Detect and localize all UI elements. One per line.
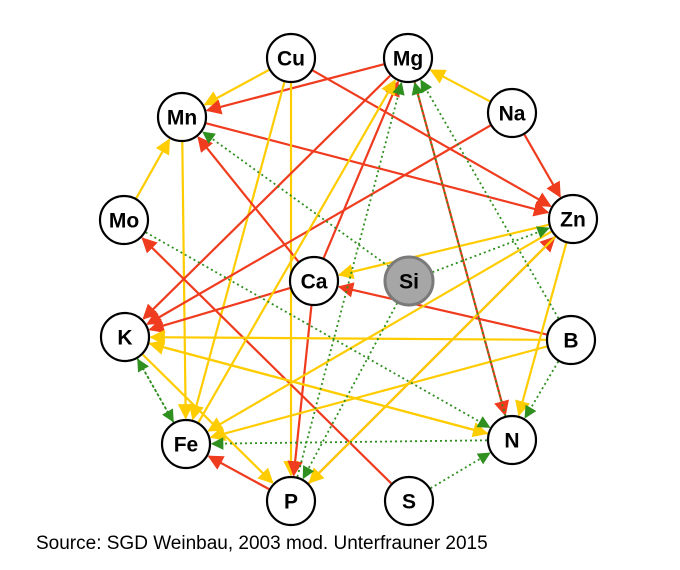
node-circle-s: [383, 475, 435, 527]
node-circle-fe: [160, 418, 212, 470]
node-s: S: [383, 475, 435, 527]
edge-mn-to-zn: [205, 122, 550, 217]
edge-si-to-p: [302, 302, 398, 480]
edge-na-to-zn: [523, 134, 561, 198]
node-label-mo: Mo: [109, 210, 139, 233]
edge-si-to-zn: [432, 226, 550, 274]
node-label-k: K: [117, 327, 132, 350]
edge-mo-to-n: [145, 231, 491, 428]
node-k: K: [99, 311, 151, 363]
edges-layer: [135, 63, 568, 491]
edge-s-to-n: [430, 452, 491, 490]
node-b: B: [545, 314, 597, 366]
node-mo: Mo: [98, 194, 150, 246]
node-ca: Ca: [288, 255, 340, 307]
node-label-fe: Fe: [174, 434, 199, 457]
edge-b-to-n: [524, 361, 560, 419]
edge-p-to-fe: [207, 455, 270, 491]
edge-fe-to-mg: [197, 79, 396, 423]
edge-si-to-mn: [202, 131, 390, 268]
node-circle-mo: [98, 194, 150, 246]
edge-mo-to-mn: [135, 138, 171, 199]
node-label-cu: Cu: [277, 48, 305, 71]
node-label-mn: Mn: [167, 107, 197, 130]
node-label-na: Na: [499, 103, 526, 126]
node-circle-cu: [265, 32, 317, 84]
source-caption: Source: SGD Weinbau, 2003 mod. Unterfrau…: [36, 533, 488, 554]
edge-zn-to-ca: [337, 223, 549, 280]
edge-ca-to-mg: [322, 80, 400, 259]
node-label-zn: Zn: [560, 209, 586, 232]
edge-mg-to-mn: [205, 63, 385, 115]
node-na: Na: [486, 87, 538, 139]
node-circle-zn: [547, 193, 599, 245]
node-circle-p: [265, 475, 317, 527]
edge-ca-to-k: [148, 287, 291, 334]
node-circle-n: [486, 414, 538, 466]
edge-cu-to-fe: [189, 81, 286, 421]
edge-cu-to-mn: [203, 68, 270, 106]
node-cu: Cu: [265, 32, 317, 84]
node-circle-k: [99, 311, 151, 363]
node-p: P: [265, 475, 317, 527]
edge-b-to-ca: [337, 282, 547, 336]
edge-b-to-k: [149, 329, 547, 345]
node-n: N: [486, 414, 538, 466]
node-circle-mn: [156, 91, 208, 143]
node-circle-b: [545, 314, 597, 366]
node-circle-mg: [382, 32, 434, 84]
node-circle-ca: [288, 255, 340, 307]
edge-n-to-fe: [210, 437, 488, 450]
node-label-si: Si: [399, 271, 419, 294]
edge-cu-to-zn: [312, 69, 552, 208]
node-label-mg: Mg: [393, 48, 423, 71]
edge-zn-to-n: [515, 242, 568, 417]
edge-ca-to-p: [287, 305, 313, 477]
edge-n-to-k: [148, 339, 489, 435]
node-zn: Zn: [547, 193, 599, 245]
edge-b-to-mg: [420, 79, 560, 319]
node-fe: Fe: [160, 418, 212, 470]
node-circle-na: [486, 87, 538, 139]
edge-ca-to-mn: [197, 136, 300, 263]
edge-k-to-p: [142, 353, 274, 484]
edge-k-to-fe: [136, 358, 174, 423]
node-mn: Mn: [156, 91, 208, 143]
edge-mg-to-k: [142, 74, 391, 320]
node-label-ca: Ca: [301, 271, 328, 294]
node-label-p: P: [284, 491, 298, 514]
edge-na-to-mg: [429, 69, 491, 103]
node-label-b: B: [563, 330, 578, 353]
node-si: Si: [383, 255, 435, 307]
node-label-s: S: [402, 491, 416, 514]
edge-na-to-k: [146, 124, 491, 325]
edge-fe-to-k: [137, 358, 175, 423]
node-mg: Mg: [382, 32, 434, 84]
node-label-n: N: [504, 430, 519, 453]
edge-mg-to-n: [413, 81, 509, 417]
node-circle-si: [383, 255, 435, 307]
edge-zn-to-fe: [207, 230, 552, 432]
